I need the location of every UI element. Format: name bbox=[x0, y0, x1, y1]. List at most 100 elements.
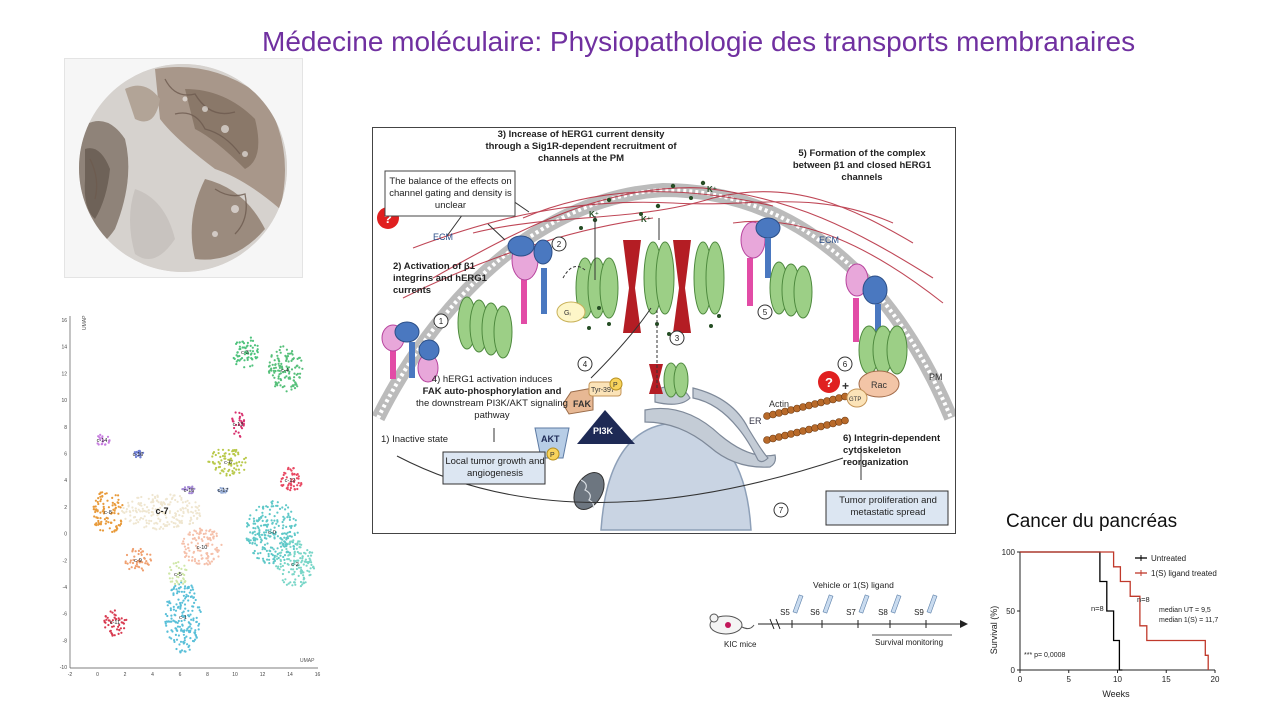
k-ion-label-2: K⁺ bbox=[641, 215, 651, 224]
umap-cluster bbox=[181, 485, 196, 495]
umap-cluster bbox=[279, 466, 303, 492]
umap-x-tick: 14 bbox=[287, 672, 293, 678]
svg-text:P: P bbox=[613, 382, 618, 389]
tissue-core-drawing bbox=[79, 64, 287, 272]
umap-y-tick: 8 bbox=[64, 425, 67, 431]
gi-protein: Gᵢ bbox=[556, 301, 586, 323]
umap-cluster bbox=[232, 336, 259, 369]
umap-y-axis-label: UMAP bbox=[82, 315, 88, 330]
n-treated-annotation: n=8 bbox=[1137, 595, 1150, 604]
step-number-1: 1 bbox=[433, 313, 449, 329]
umap-x-tick: 6 bbox=[179, 672, 182, 678]
umap-cluster bbox=[231, 411, 246, 438]
umap-cluster bbox=[103, 609, 128, 637]
svg-text:GTP: GTP bbox=[849, 397, 861, 403]
umap-cluster-label: c-14 bbox=[97, 438, 108, 444]
svg-text:AKT: AKT bbox=[541, 434, 560, 444]
median-1s-annotation: median 1(S) = 11,7 bbox=[1159, 617, 1218, 624]
umap-y-tick: -2 bbox=[63, 558, 68, 564]
rac-protein: Rac bbox=[858, 370, 900, 398]
umap-cluster bbox=[168, 561, 188, 585]
survival-legend-item: 1(S) ligand treated bbox=[1135, 569, 1217, 578]
umap-cluster-label: c-16 bbox=[133, 452, 144, 458]
step-number-6: 6 bbox=[837, 356, 853, 372]
umap-cluster bbox=[267, 345, 304, 393]
svg-text:?: ? bbox=[825, 375, 833, 390]
potassium-ions bbox=[579, 180, 721, 336]
histology-image bbox=[64, 58, 303, 278]
k-ion-label-1: K⁺ bbox=[589, 210, 599, 219]
step6-caption: 6) Integrin-dependent cytoskeleton reorg… bbox=[843, 433, 941, 468]
integrin-inactive bbox=[381, 321, 440, 383]
umap-cluster-label: c-3 bbox=[241, 350, 249, 356]
umap-cluster-label: c-17 bbox=[218, 488, 229, 494]
survival-x-tick-label: 0 bbox=[1018, 675, 1023, 684]
umap-y-tick: 10 bbox=[61, 398, 67, 404]
svg-text:5: 5 bbox=[763, 308, 768, 317]
survival-y-tick-label: 50 bbox=[1006, 607, 1015, 616]
umap-x-tick: -2 bbox=[68, 672, 73, 678]
umap-y-tick: 12 bbox=[61, 371, 67, 377]
tumor-box bbox=[825, 490, 949, 526]
akt-protein: AKT bbox=[534, 427, 570, 459]
median-ut-annotation: median UT = 9,5 bbox=[1159, 607, 1211, 614]
step-number-7: 7 bbox=[773, 502, 789, 518]
schedule-week: S8 bbox=[878, 594, 902, 628]
svg-text:S5: S5 bbox=[780, 608, 790, 617]
svg-text:FAK: FAK bbox=[573, 399, 592, 409]
survival-series-untreated bbox=[1020, 551, 1123, 671]
umap-y-tick: -10 bbox=[60, 665, 67, 671]
svg-text:1: 1 bbox=[439, 317, 444, 326]
umap-cluster-label: c-9 bbox=[134, 558, 142, 564]
umap-y-tick: 6 bbox=[64, 452, 67, 458]
pm-label: PM bbox=[929, 372, 943, 382]
timeline-arrow bbox=[960, 620, 968, 628]
umap-cluster-label: c-11 bbox=[110, 620, 120, 626]
step5-caption: 5) Formation of the complex between β1 a… bbox=[792, 148, 932, 183]
herg1-channel-active bbox=[575, 257, 619, 319]
step2-rest: integrins and hERG1 currents bbox=[393, 273, 487, 296]
umap-cluster bbox=[245, 500, 299, 565]
step4-head: 4) hERG1 activation induces bbox=[431, 374, 553, 385]
umap-y-tick: -6 bbox=[63, 612, 68, 618]
step-number-5: 5 bbox=[757, 304, 773, 320]
umap-cluster bbox=[133, 449, 145, 459]
survival-y-tick-label: 100 bbox=[1002, 548, 1016, 557]
recruited-herg1-channel bbox=[649, 362, 689, 398]
schedule-week: S5 bbox=[780, 594, 804, 628]
phosphate-2: P bbox=[546, 447, 560, 461]
umap-x-tick: 0 bbox=[96, 672, 99, 678]
actin-filaments bbox=[763, 392, 849, 444]
mitochondrion bbox=[573, 472, 605, 510]
umap-x-tick: 4 bbox=[151, 672, 154, 678]
svg-text:Gᵢ: Gᵢ bbox=[564, 310, 571, 317]
monitoring-label: Survival monitoring bbox=[875, 638, 943, 647]
pi3k-protein: PI3K bbox=[577, 410, 635, 444]
gtp-molecule: GTP bbox=[846, 388, 868, 408]
umap-x-axis-label: UMAP bbox=[300, 658, 315, 664]
schedule-week: S7 bbox=[846, 594, 870, 628]
umap-cluster bbox=[217, 486, 229, 494]
step2-caption: 2) Activation of β1 integrins and hERG1 … bbox=[393, 261, 503, 297]
integrin-herg1-complex-6 bbox=[845, 263, 908, 375]
n-untreated-annotation: n=8 bbox=[1091, 604, 1104, 613]
step-number-2: 2 bbox=[551, 236, 567, 252]
pvalue-annotation: *** p= 0,0008 bbox=[1024, 652, 1066, 659]
svg-text:?: ? bbox=[384, 211, 392, 226]
svg-text:1(S) ligand treated: 1(S) ligand treated bbox=[1151, 569, 1217, 578]
step4-bold: FAK auto-phosphorylation and bbox=[422, 386, 562, 397]
schedule-week: S6 bbox=[810, 594, 834, 628]
svg-text:Tyr-397: Tyr-397 bbox=[591, 387, 615, 394]
umap-x-tick: 2 bbox=[124, 672, 127, 678]
pathway-svg: ER Actin bbox=[371, 170, 958, 531]
timeline-break bbox=[769, 618, 781, 630]
umap-cluster bbox=[275, 539, 316, 588]
local-growth-text: Local tumor growth and angiogenesis bbox=[445, 456, 545, 479]
survival-x-axis-label: Weeks bbox=[1102, 689, 1130, 699]
svg-text:3: 3 bbox=[675, 334, 680, 343]
svg-text:S7: S7 bbox=[846, 608, 856, 617]
